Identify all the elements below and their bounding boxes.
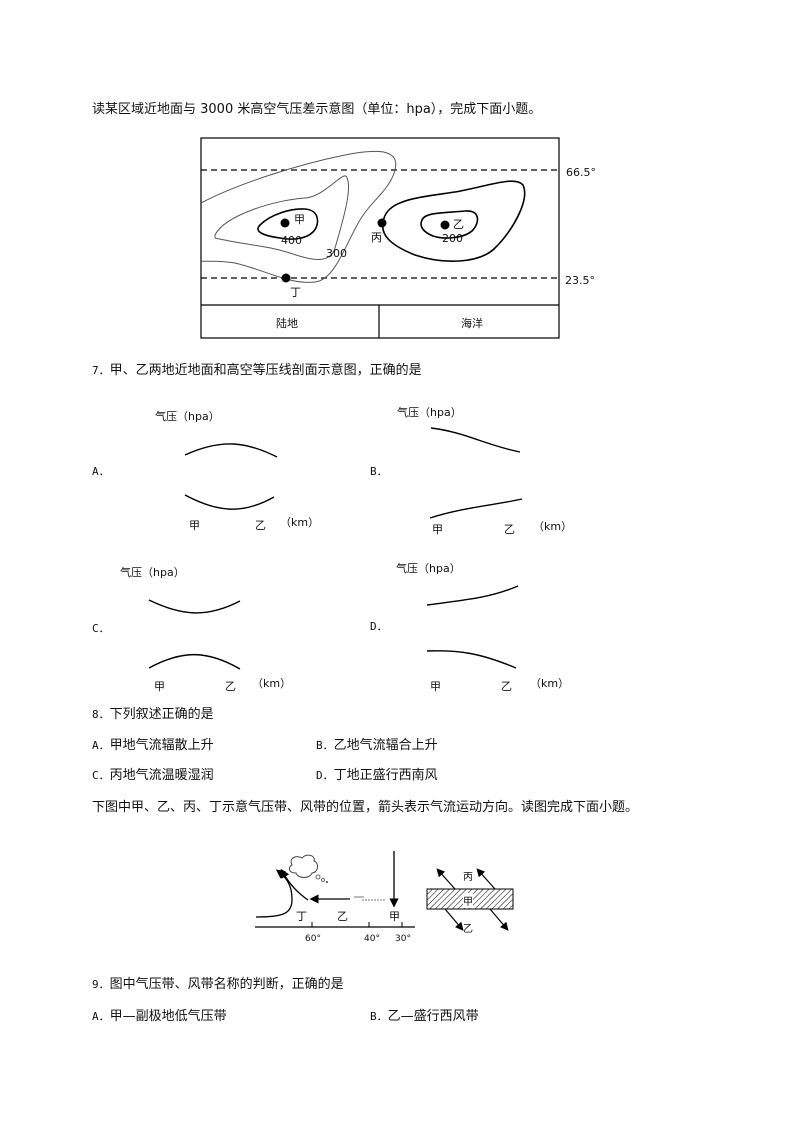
fig2-box-jia: 甲 (463, 893, 473, 908)
q7b-isobar-curves (429, 427, 523, 519)
map-point-yi: 乙 (453, 218, 464, 231)
fig2-lat-30: 30° (395, 934, 411, 944)
q7b-x-left: 甲 (432, 523, 443, 536)
map-ocean-label: 海洋 (461, 317, 483, 330)
map-value-200: 200 (442, 232, 463, 245)
q8-option-d[interactable]: D．丁地正盛行西南风 (316, 767, 438, 785)
q7d-yaxis-label: 气压（hpa） (396, 562, 461, 575)
fig2-box-yi: 乙 (463, 924, 473, 935)
q7b-x-unit: （km） (533, 520, 573, 533)
fig2-lat-40: 40° (364, 934, 380, 944)
fig2-jia: 甲 (389, 910, 400, 923)
q7-stem: 7．甲、乙两地近地面和高空等压线剖面示意图，正确的是 (92, 362, 422, 380)
q7c-isobar-curves (148, 599, 241, 670)
q8-number: 8． (92, 708, 110, 721)
q7-option-d[interactable]: 气压（hpa） D． 甲 乙 （km） (370, 558, 590, 698)
isobar-map-figure (200, 137, 560, 339)
q9-stem-text: 图中气压带、风带名称的判断，正确的是 (109, 977, 344, 992)
q8d-label: D． (316, 769, 334, 782)
q7a-x-left: 甲 (189, 519, 200, 532)
q8b-text: 乙地气流辐合上升 (333, 738, 438, 753)
q9a-text: 甲—副极地低气压带 (109, 1009, 227, 1024)
q8-option-a[interactable]: A．甲地气流辐散上升 (92, 737, 214, 755)
q8c-text: 丙地气流温暖湿润 (109, 768, 214, 783)
q7b-x-right: 乙 (504, 523, 515, 536)
q8-option-b[interactable]: B．乙地气流辐合上升 (316, 737, 438, 755)
map-value-400: 400 (281, 234, 302, 247)
map-lat-23-5: 23.5° (565, 274, 595, 287)
q7d-x-unit: （km） (530, 677, 570, 690)
q7b-label: B． (370, 465, 388, 478)
q7-stem-text: 甲、乙两地近地面和高空等压线剖面示意图，正确的是 (109, 363, 422, 378)
q7a-yaxis-label: 气压（hpa） (155, 410, 220, 423)
q7c-label: C． (92, 622, 110, 635)
q7a-label: A． (92, 465, 110, 478)
q9-stem: 9．图中气压带、风带名称的判断，正确的是 (92, 976, 344, 994)
q7c-x-right: 乙 (225, 680, 236, 693)
pressure-belt-figure (255, 851, 514, 931)
fig2-lat-60: 60° (305, 934, 321, 944)
q7c-yaxis-label: 气压（hpa） (120, 566, 185, 579)
q7d-x-left: 甲 (430, 680, 441, 693)
intro2-text: 下图中甲、乙、丙、丁示意气压带、风带的位置，箭头表示气流运动方向。读图完成下面小… (92, 800, 639, 815)
q7-option-b[interactable]: 气压（hpa） B． 甲 乙 （km） (370, 400, 590, 540)
fig2-yi: 乙 (337, 910, 348, 923)
q9a-label: A． (92, 1010, 110, 1023)
fig2-bing: 丙 (463, 872, 473, 883)
map-land-label: 陆地 (276, 317, 298, 330)
q7-option-a[interactable]: 气压（hpa） A． 甲 乙 （km） (92, 400, 352, 540)
map-point-jia: 甲 (294, 213, 305, 226)
q9b-text: 乙—盛行西风带 (387, 1009, 479, 1024)
q9-option-a[interactable]: A．甲—副极地低气压带 (92, 1008, 227, 1026)
q8-option-c[interactable]: C．丙地气流温暖湿润 (92, 767, 214, 785)
q7a-x-right: 乙 (255, 519, 266, 532)
intro-text: 读某区域近地面与 3000 米高空气压差示意图（单位：hpa），完成下面小题。 (92, 102, 542, 117)
q7a-x-unit: （km） (280, 516, 320, 529)
q8b-label: B． (316, 739, 334, 752)
q7d-x-right: 乙 (501, 680, 512, 693)
map-point-bing: 丙 (371, 231, 382, 244)
q9-option-b[interactable]: B．乙—盛行西风带 (370, 1008, 479, 1026)
fig2-ding: 丁 (296, 910, 307, 923)
map-point-ding: 丁 (290, 286, 301, 299)
q8a-label: A． (92, 739, 110, 752)
q7d-isobar-curves (426, 585, 519, 669)
q8a-text: 甲地气流辐散上升 (109, 738, 214, 753)
map-value-300: 300 (326, 247, 347, 260)
q7-number: 7． (92, 364, 110, 377)
q8d-text: 丁地正盛行西南风 (333, 768, 438, 783)
q7a-isobar-curves (184, 443, 278, 510)
q8-stem-text: 下列叙述正确的是 (109, 707, 214, 722)
q7d-label: D． (370, 620, 388, 633)
q7c-x-unit: （km） (252, 677, 292, 690)
q7c-x-left: 甲 (154, 680, 165, 693)
q7-option-c[interactable]: 气压（hpa） C． 甲 乙 （km） (92, 558, 352, 698)
map-lat-66-5: 66.5° (566, 166, 596, 179)
q7b-yaxis-label: 气压（hpa） (397, 406, 462, 419)
q9b-label: B． (370, 1010, 388, 1023)
q8c-label: C． (92, 769, 110, 782)
q8-stem: 8．下列叙述正确的是 (92, 706, 214, 724)
q9-number: 9． (92, 978, 110, 991)
